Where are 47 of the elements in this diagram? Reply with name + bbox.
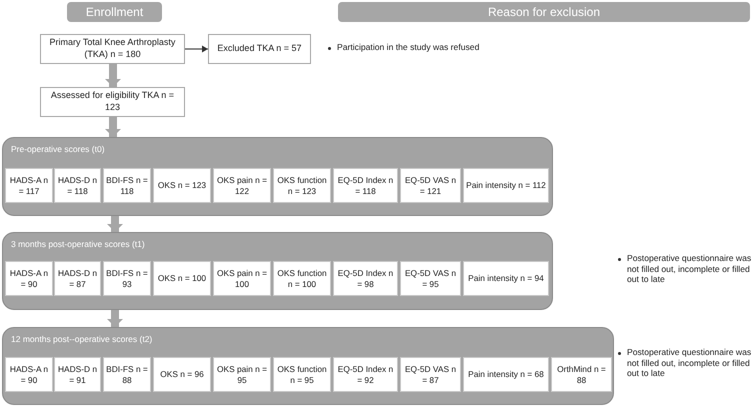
score-box: BDI-FS n = 93 (103, 261, 151, 296)
section-panel (2, 137, 553, 216)
score-box: OKS function n = 123 (273, 168, 331, 203)
score-box: Pain intensity n = 94 (463, 261, 549, 296)
arrow (107, 216, 123, 232)
arrow (105, 117, 121, 137)
score-box: EQ-5D Index n = 98 (333, 261, 398, 296)
score-box: EQ-5D VAS n = 121 (400, 168, 461, 203)
section-header: Reason for exclusion (338, 2, 750, 22)
arrow (105, 64, 121, 87)
score-box: OrthMind n = 88 (551, 357, 612, 392)
score-box: BDI-FS n = 118 (103, 168, 151, 203)
score-box: OKS pain n = 95 (213, 357, 271, 392)
arrow (184, 46, 208, 52)
score-box: HADS-A n = 117 (5, 168, 53, 203)
exclusion-reason: Participation in the study was refused (337, 42, 480, 53)
score-box: BDI-FS n = 88 (103, 357, 151, 392)
section-panel (2, 327, 614, 405)
panel-title: 3 months post-operative scores (t1) (11, 239, 145, 249)
panel-title: 12 months post--operative scores (t2) (11, 334, 152, 344)
score-box: EQ-5D Index n = 118 (333, 168, 398, 203)
score-box: EQ-5D VAS n = 95 (400, 261, 461, 296)
score-box: OKS pain n = 100 (213, 261, 271, 296)
section-header: Enrollment (67, 2, 162, 22)
score-box: OKS function n = 100 (273, 261, 331, 296)
arrow (107, 310, 123, 327)
score-box: HADS-D n = 91 (54, 357, 101, 392)
score-box: Pain intensity n = 68 (463, 357, 549, 392)
score-box: Pain intensity n = 112 (463, 168, 549, 203)
score-box: OKS pain n = 122 (213, 168, 271, 203)
score-box: OKS n = 123 (153, 168, 211, 203)
score-box: EQ-5D Index n = 92 (333, 357, 398, 392)
exclusion-reason: Postoperative questionnaire was not filled out, incomplete or filled out to late (627, 347, 752, 380)
score-box: HADS-A n = 90 (5, 357, 53, 392)
score-box: HADS-D n = 87 (54, 261, 101, 296)
section-panel (2, 232, 553, 310)
score-box: OKS n = 100 (153, 261, 211, 296)
score-box: HADS-D n = 118 (54, 168, 101, 203)
score-box: OKS function n = 95 (273, 357, 331, 392)
score-box: OKS n = 96 (153, 357, 211, 392)
process-box: Assessed for eligibility TKA n = 123 (40, 87, 185, 117)
score-box: HADS-A n = 90 (5, 261, 53, 296)
exclusion-reason: Postoperative questionnaire was not filled out, incomplete or filled out to late (627, 253, 752, 286)
score-box: EQ-5D VAS n = 87 (400, 357, 461, 392)
panel-title: Pre-operative scores (t0) (11, 144, 105, 154)
process-box: Excluded TKA n = 57 (208, 34, 311, 64)
process-box: Primary Total Knee Arthroplasty (TKA) n = 180 (40, 34, 185, 64)
